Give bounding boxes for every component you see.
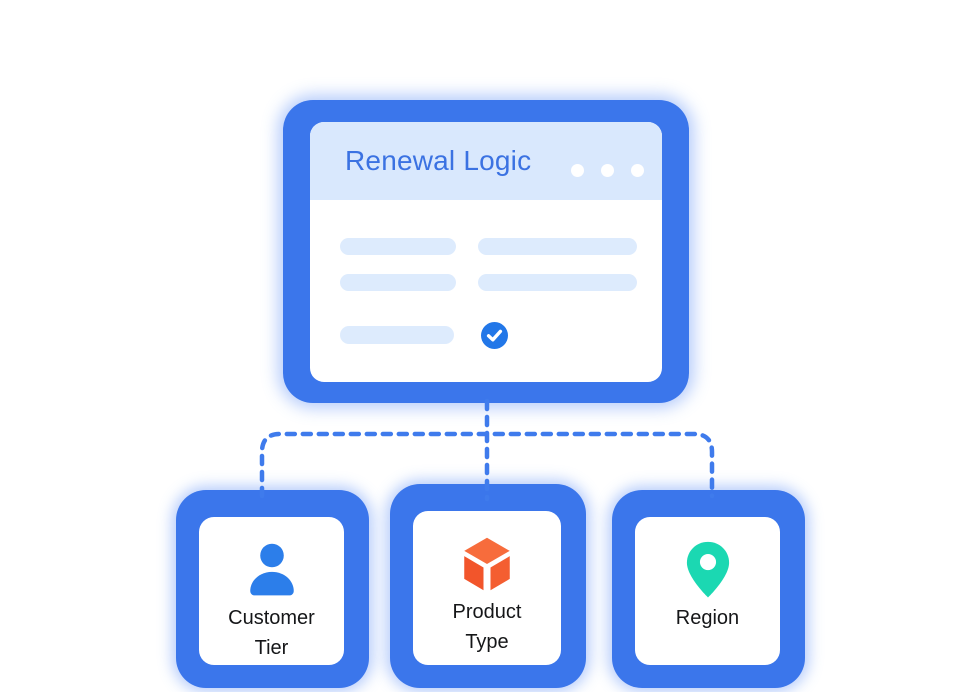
placeholder-line xyxy=(478,238,637,255)
node-label-line: Type xyxy=(465,631,509,653)
window-dot xyxy=(571,163,584,177)
node-label-line: Product xyxy=(452,601,522,623)
node-label: Product Type xyxy=(453,597,522,657)
node-label-line: Region xyxy=(675,607,740,629)
node-region: Region xyxy=(612,490,805,688)
placeholder-line xyxy=(340,238,456,255)
window-dots xyxy=(571,163,644,177)
node-product-type: Product Type xyxy=(390,484,586,688)
node-label-line: Tier xyxy=(254,637,289,659)
node-label-line: Customer xyxy=(228,607,315,629)
window-dot xyxy=(601,163,614,177)
card-title: Renewal Logic xyxy=(345,145,532,176)
node-region-body: Region xyxy=(635,517,780,665)
node-product-type-body: Product Type xyxy=(413,511,561,665)
node-customer-tier-body: Customer Tier xyxy=(199,517,344,665)
placeholder-line xyxy=(340,326,454,344)
cube-icon xyxy=(459,533,515,595)
user-icon xyxy=(241,539,303,601)
renewal-logic-card: Renewal Logic xyxy=(283,100,689,403)
placeholder-line xyxy=(478,274,637,291)
node-label: Region xyxy=(676,603,739,633)
renewal-logic-card-body: Renewal Logic xyxy=(310,122,662,382)
placeholder-line xyxy=(340,274,456,291)
node-customer-tier: Customer Tier xyxy=(176,490,369,688)
location-pin-icon xyxy=(678,539,738,601)
node-label: Customer Tier xyxy=(228,603,315,663)
window-dot xyxy=(631,163,644,177)
check-circle-icon xyxy=(481,322,508,349)
card-header: Renewal Logic xyxy=(310,122,662,200)
